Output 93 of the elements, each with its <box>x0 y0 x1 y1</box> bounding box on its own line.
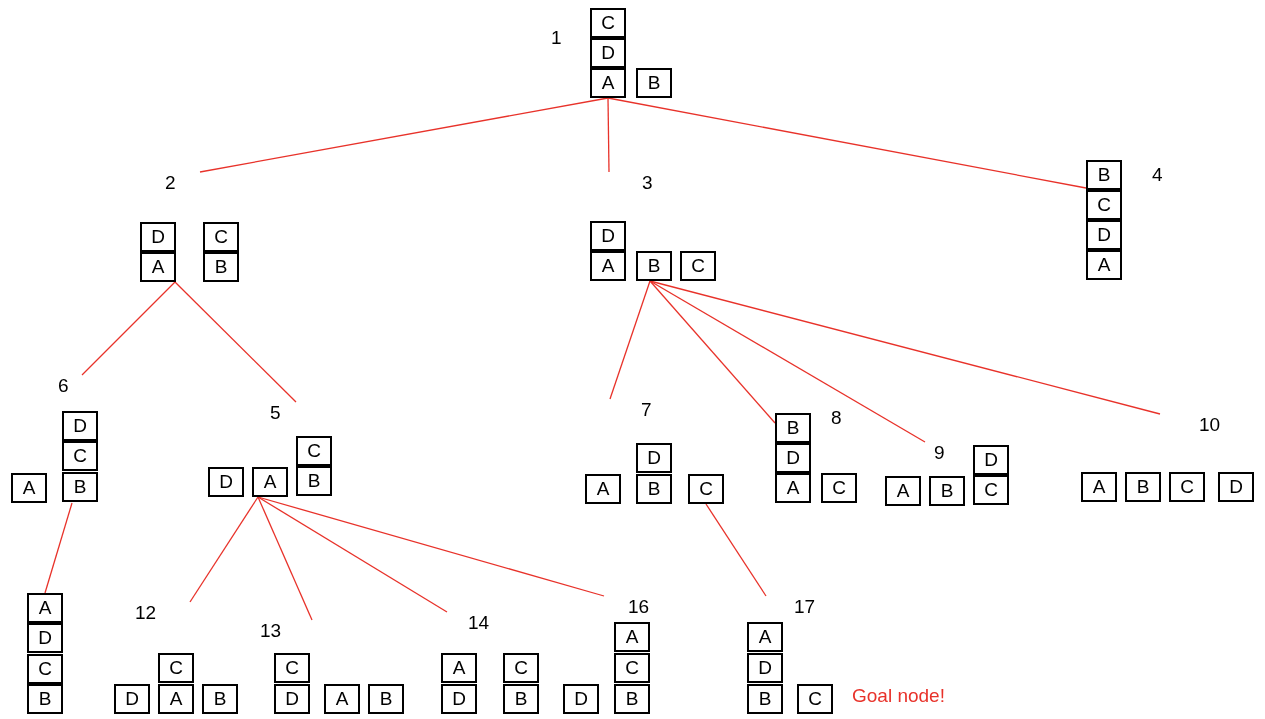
letter-block: D <box>563 684 599 714</box>
state-number: 5 <box>270 402 281 424</box>
tree-edge <box>257 496 313 621</box>
state-number: 13 <box>260 620 282 642</box>
state-number: 9 <box>934 442 945 464</box>
letter-block: D <box>62 411 98 441</box>
tree-edge <box>607 97 610 173</box>
letter-block: A <box>585 474 621 504</box>
letter-block: D <box>590 221 626 251</box>
letter-block: D <box>1218 472 1254 502</box>
letter-block: C <box>797 684 833 714</box>
letter-block: C <box>973 475 1009 505</box>
letter-block: C <box>1086 190 1122 220</box>
letter-block: A <box>252 467 288 497</box>
state-number: 12 <box>135 602 157 624</box>
letter-block: C <box>62 441 98 471</box>
letter-block: D <box>208 467 244 497</box>
letter-block: C <box>821 473 857 503</box>
letter-block: C <box>27 654 63 684</box>
state-number: 3 <box>642 172 653 194</box>
state-number: 2 <box>165 172 176 194</box>
letter-block: A <box>614 622 650 652</box>
letter-block: A <box>1086 250 1122 280</box>
letter-block: A <box>775 473 811 503</box>
letter-block: B <box>503 684 539 714</box>
letter-block: A <box>11 473 47 503</box>
letter-block: C <box>274 653 310 683</box>
letter-block: D <box>27 623 63 653</box>
state-number: 14 <box>468 612 490 634</box>
letter-block: A <box>590 68 626 98</box>
letter-block: A <box>324 684 360 714</box>
state-number: 6 <box>58 375 69 397</box>
letter-block: A <box>441 653 477 683</box>
letter-block: A <box>747 622 783 652</box>
tree-edge <box>199 97 609 173</box>
letter-block: D <box>114 684 150 714</box>
letter-block: C <box>158 653 194 683</box>
state-number: 7 <box>641 399 652 421</box>
letter-block: C <box>503 653 539 683</box>
letter-block: A <box>140 252 176 282</box>
letter-block: B <box>636 251 672 281</box>
letter-block: D <box>590 38 626 68</box>
letter-block: B <box>203 252 239 282</box>
letter-block: C <box>680 251 716 281</box>
letter-block: B <box>636 68 672 98</box>
letter-block: D <box>636 443 672 473</box>
tree-edge <box>705 503 767 597</box>
letter-block: A <box>590 251 626 281</box>
tree-edge <box>649 280 926 443</box>
letter-block: D <box>140 222 176 252</box>
state-number: 10 <box>1199 414 1221 436</box>
letter-block: B <box>202 684 238 714</box>
state-number: 4 <box>1152 164 1163 186</box>
state-number: 16 <box>628 596 650 618</box>
letter-block: B <box>614 684 650 714</box>
letter-block: B <box>62 472 98 502</box>
tree-edge <box>609 280 651 400</box>
letter-block: C <box>296 436 332 466</box>
tree-edge <box>189 496 259 603</box>
letter-block: D <box>441 684 477 714</box>
letter-block: B <box>636 474 672 504</box>
letter-block: A <box>27 593 63 623</box>
letter-block: D <box>274 684 310 714</box>
letter-block: B <box>27 684 63 714</box>
goal-note: Goal node! <box>852 685 945 707</box>
letter-block: B <box>775 413 811 443</box>
letter-block: B <box>368 684 404 714</box>
letter-block: C <box>203 222 239 252</box>
state-number: 1 <box>551 27 562 49</box>
state-number: 8 <box>831 407 842 429</box>
letter-block: A <box>158 684 194 714</box>
letter-block: C <box>1169 472 1205 502</box>
tree-edge <box>44 502 73 594</box>
state-number: 17 <box>794 596 816 618</box>
letter-block: B <box>296 466 332 496</box>
letter-block: D <box>1086 220 1122 250</box>
tree-edge <box>649 280 776 424</box>
letter-block: D <box>775 443 811 473</box>
letter-block: A <box>885 476 921 506</box>
letter-block: C <box>614 653 650 683</box>
letter-block: B <box>929 476 965 506</box>
letter-block: C <box>688 474 724 504</box>
letter-block: B <box>747 684 783 714</box>
letter-block: C <box>590 8 626 38</box>
tree-edge <box>174 281 297 403</box>
tree-edge <box>607 97 1087 189</box>
tree-edge <box>257 496 448 613</box>
letter-block: D <box>973 445 1009 475</box>
tree-edge <box>81 281 176 376</box>
letter-block: B <box>1086 160 1122 190</box>
letter-block: D <box>747 653 783 683</box>
letter-block: B <box>1125 472 1161 502</box>
letter-block: A <box>1081 472 1117 502</box>
